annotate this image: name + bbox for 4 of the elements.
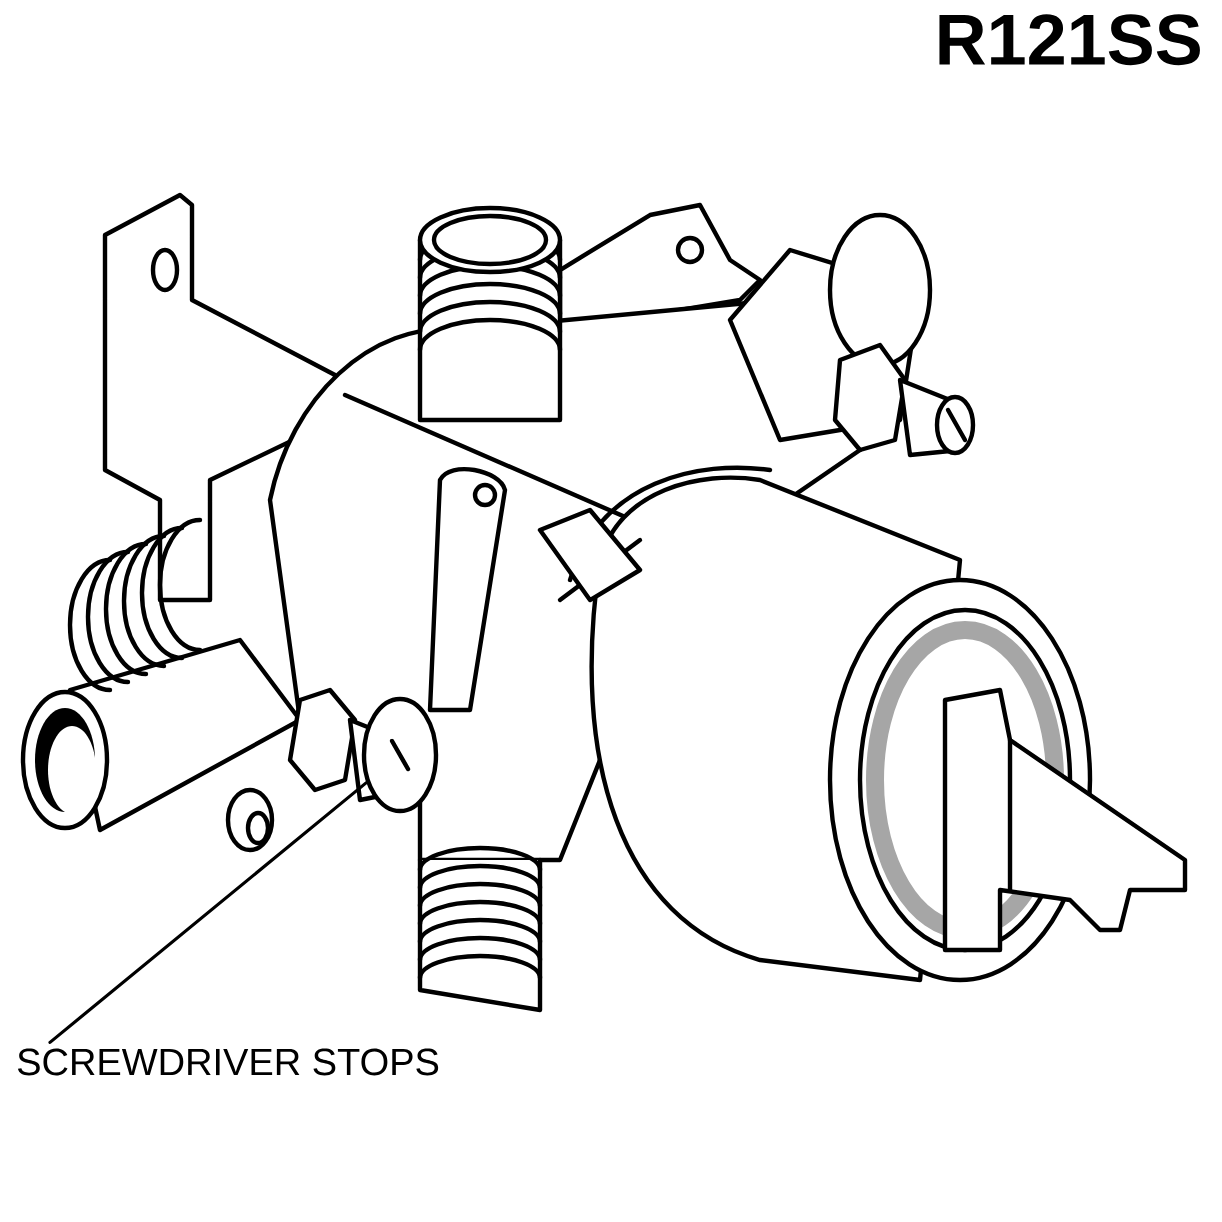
part-label: SCREWDRIVER STOPS xyxy=(17,1048,439,1076)
model-number: R121SS xyxy=(939,14,1200,66)
leader-line xyxy=(48,781,368,1044)
screw-stop-drawing xyxy=(361,696,439,814)
